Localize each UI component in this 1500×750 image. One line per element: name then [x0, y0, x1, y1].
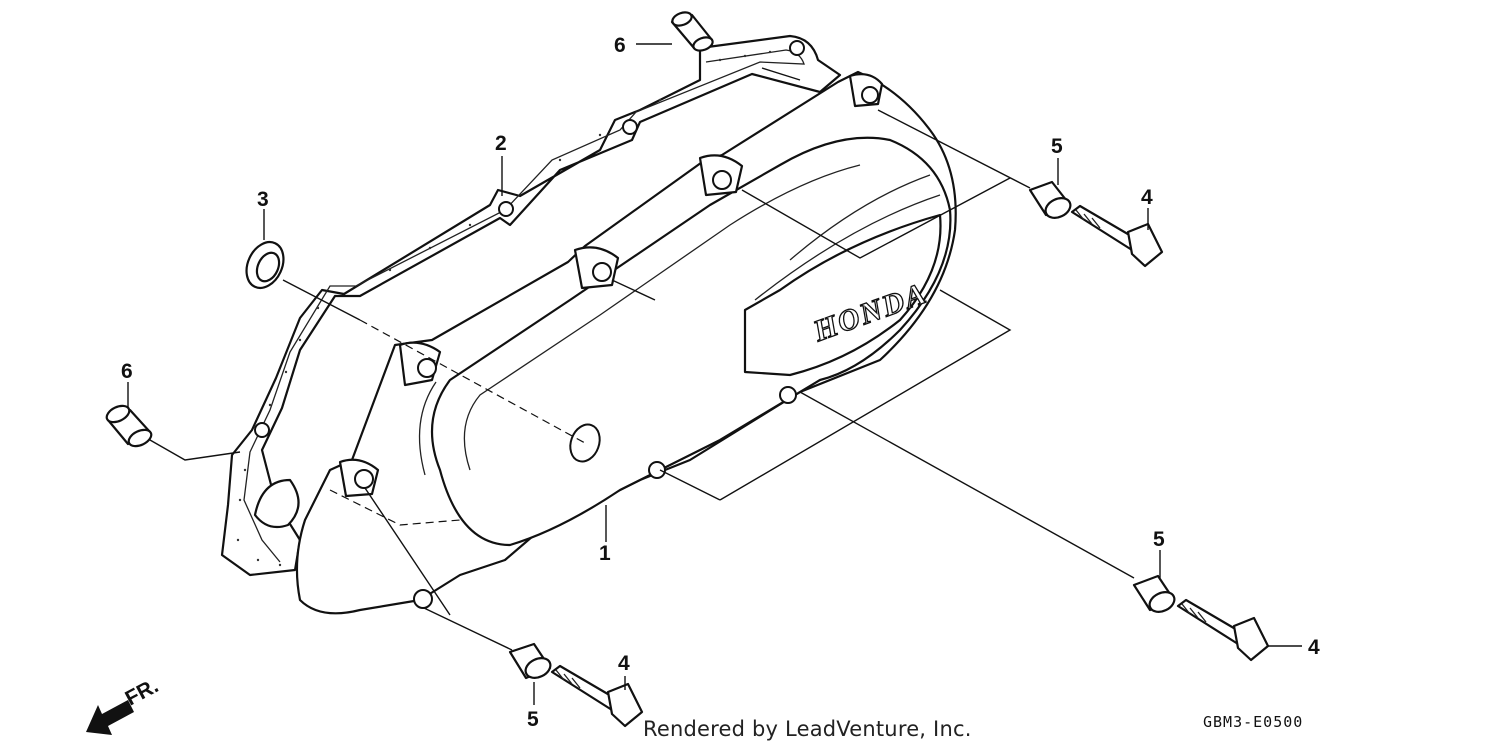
dowel-pin-left [105, 404, 153, 448]
bolt-bottom-right [1176, 598, 1270, 662]
callout-bolt-bottom-right: 4 [1308, 636, 1320, 659]
dowel-pin-top [670, 11, 714, 52]
callout-seal: 3 [257, 188, 269, 211]
callout-bolt-bottom: 4 [618, 652, 630, 675]
collar-bottom-right [1132, 574, 1176, 613]
left-crankcase-cover [295, 70, 957, 615]
render-credit: Rendered by LeadVenture, Inc. [643, 717, 972, 741]
callout-collar-right: 5 [1051, 135, 1063, 158]
callout-cover: 1 [599, 542, 611, 565]
callout-collar-bottom-right: 5 [1153, 528, 1165, 551]
bolt-right [1070, 204, 1164, 268]
oil-seal [245, 240, 285, 290]
collar-right [1028, 180, 1072, 219]
diagram-code: GBM3-E0500 [1203, 713, 1304, 731]
leader-lines [127, 43, 1302, 705]
callout-dowel-top: 6 [614, 34, 626, 57]
gasket [220, 34, 842, 577]
collar-bottom [508, 642, 552, 680]
front-direction-arrow: FR. [86, 674, 162, 735]
callout-dowel-left: 6 [121, 360, 133, 383]
callout-collar-bottom: 5 [527, 708, 539, 731]
callout-gasket: 2 [495, 132, 507, 155]
bolt-bottom [550, 664, 644, 728]
callout-bolt-right: 4 [1141, 186, 1153, 209]
